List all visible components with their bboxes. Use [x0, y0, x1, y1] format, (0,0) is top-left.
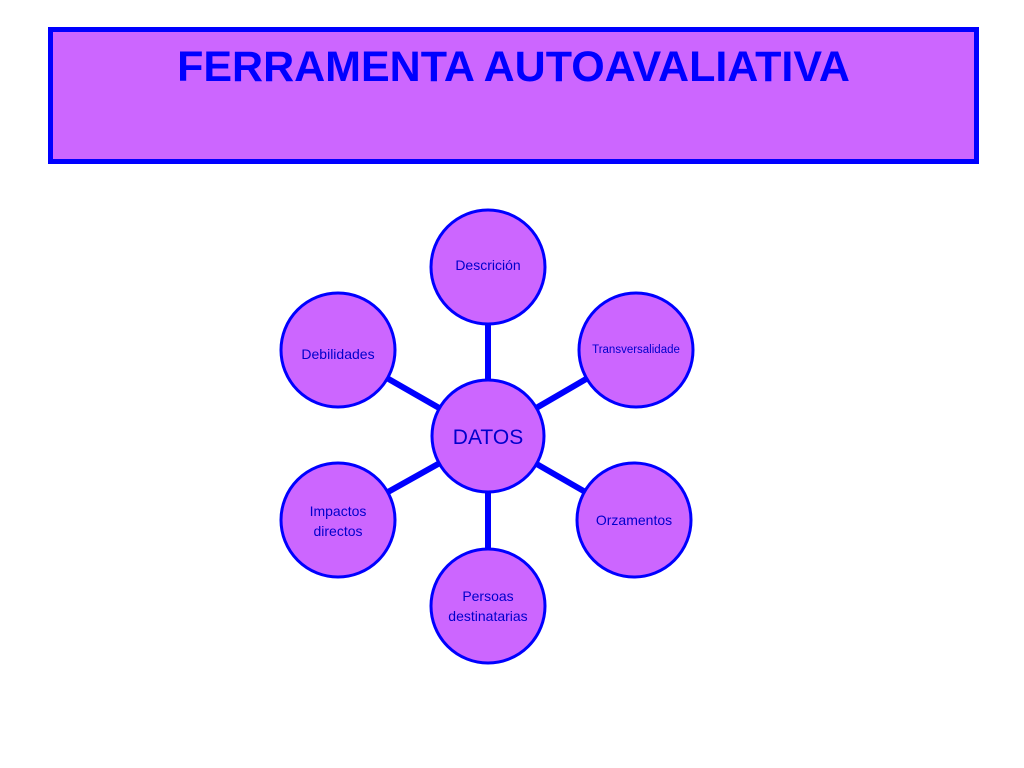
node-circle [279, 461, 397, 579]
node-orzamentos: Orzamentos [575, 461, 693, 579]
connectors [385, 324, 589, 549]
node-label: Descrición [455, 257, 520, 273]
connector-debilidades [385, 375, 441, 411]
node-circle [429, 208, 547, 326]
node-circle [279, 291, 397, 409]
node-transversalidade: Transversalidade [577, 291, 695, 409]
node-label: directos [313, 523, 362, 539]
node-circle [577, 291, 695, 409]
node-label: Transversalidade [592, 344, 680, 356]
center-label: DATOS [453, 426, 523, 449]
page-title: FERRAMENTA AUTOAVALIATIVA [177, 43, 850, 91]
node-persoas-destinatarias: Persoas destinatarias [429, 547, 547, 665]
node-circle [575, 461, 693, 579]
node-label: Impactos [310, 503, 367, 519]
node-descricion: Descrición [429, 208, 547, 326]
node-debilidades: Debilidades [279, 291, 397, 409]
node-label: Persoas [462, 588, 513, 604]
connector-impactos-directos [386, 460, 441, 495]
node-label: Debilidades [301, 346, 374, 362]
connector-transversalidade [534, 376, 589, 411]
title-banner: FERRAMENTA AUTOAVALIATIVA [48, 27, 979, 164]
center-circle [430, 378, 546, 494]
node-center: DATOS [430, 378, 546, 494]
node-label: Orzamentos [596, 512, 672, 528]
node-impactos-directos: Impactos directos [279, 461, 397, 579]
node-label: destinatarias [448, 608, 527, 624]
nodes: DescriciónTransversalidadeOrzamentosPers… [279, 208, 695, 665]
node-circle [429, 547, 547, 665]
connector-orzamentos [535, 461, 587, 495]
